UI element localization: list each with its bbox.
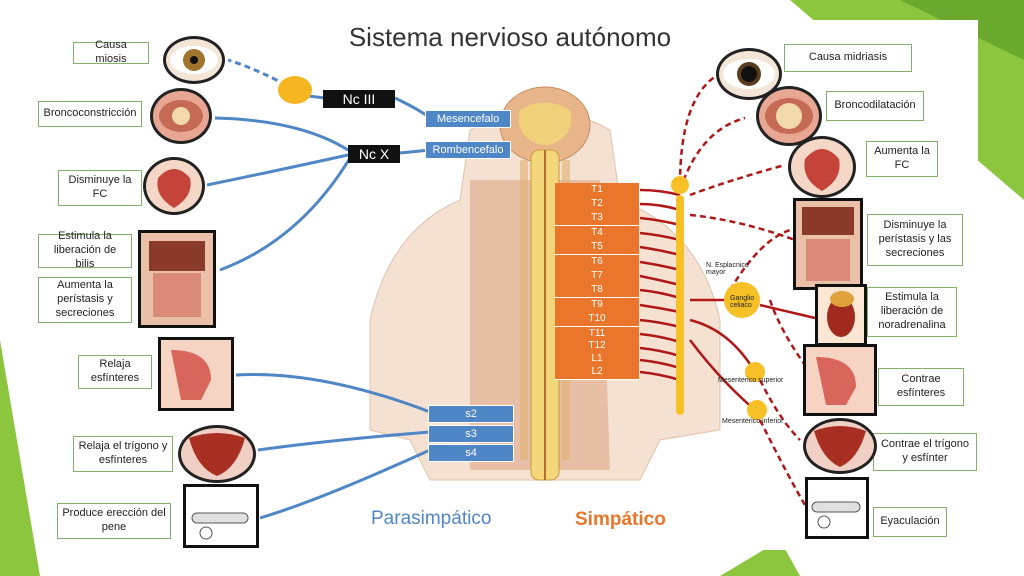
sacral-s2: s2	[428, 405, 514, 423]
brain-label-rombencefalo: Rombencefalo	[425, 141, 511, 159]
vertebra-l2: L2	[555, 365, 639, 380]
abdomen-image-right	[793, 198, 863, 290]
para-effect-fc: Disminuye la FC	[58, 170, 142, 206]
bronchus-image-right	[756, 86, 822, 146]
vertebra-t9: T9	[555, 298, 639, 313]
ganglion-label-esplacnico: N. Esplacnico mayor	[706, 262, 749, 276]
sphincter-image-right	[803, 344, 877, 416]
para-effect-bilis: Estimula la liberación de bilis	[38, 230, 132, 270]
kidney-image-right	[815, 284, 867, 346]
symp-effect-eyaculacion: Eyaculación	[873, 507, 947, 537]
para-effect-trigono: Relaja el trígono y esfínteres	[73, 436, 173, 472]
symp-effect-peristasis: Disminuye la perístasis y las secrecione…	[867, 214, 963, 266]
vertebra-t4: T4	[555, 226, 639, 241]
bladder-image-left	[178, 425, 256, 483]
ganglion-label-mes-superior: Mesenterico superior	[718, 377, 784, 384]
brain-label-mesencefalo: Mesencefalo	[425, 110, 511, 128]
vertebra-t10: T10	[555, 312, 639, 327]
heading-sympathetic: Simpático	[575, 509, 666, 530]
vertebra-t3: T3	[555, 211, 639, 226]
vertebra-t6: T6	[555, 255, 639, 270]
para-effect-broncoconstriccion: Broncoconstricción	[38, 101, 142, 127]
eye-image-left	[163, 36, 225, 84]
ganglion-label-celiaco: Ganglio celiaco	[730, 295, 755, 309]
heart-image-right	[788, 136, 856, 198]
para-effect-peristasis: Aumenta la perístasis y secreciones	[38, 277, 132, 323]
sacral-s3: s3	[428, 425, 514, 443]
heading-parasympathetic: Parasimpático	[371, 508, 492, 529]
para-effect-esfinteres: Relaja esfínteres	[78, 355, 152, 389]
symp-effect-noradrenalina: Estimula la liberación de noradrenalina	[867, 287, 957, 337]
vertebra-t7: T7	[555, 269, 639, 284]
bladder-image-right	[803, 418, 877, 474]
penis-image-left	[183, 484, 259, 548]
nerve-label-nc3: Nc III	[323, 90, 395, 108]
heart-image-left	[143, 157, 205, 215]
page-title: Sistema nervioso autónomo	[348, 22, 672, 52]
sacral-s4: s4	[428, 444, 514, 462]
vertebra-t1: T1	[555, 183, 639, 198]
eye-image-right	[716, 48, 782, 100]
ganglion-label-mes-inferior: Mesenterico inferior	[722, 418, 784, 425]
vertebra-t2: T2	[555, 197, 639, 212]
penis-image-right	[805, 477, 869, 539]
symp-effect-midriasis: Causa midriasis	[784, 44, 912, 72]
abdomen-image-left	[138, 230, 216, 328]
vertebra-t5: T5	[555, 240, 639, 255]
para-effect-ereccion: Produce erección del pene	[57, 503, 171, 539]
vertebra-t8: T8	[555, 283, 639, 298]
symp-effect-esfinteres: Contrae esfínteres	[878, 368, 964, 406]
bronchus-image-left	[150, 88, 212, 144]
sphincter-image-left	[158, 337, 234, 411]
symp-effect-trigono: Contrae el trígono y esfínter	[873, 433, 977, 471]
symp-effect-fc: Aumenta la FC	[866, 141, 938, 177]
nerve-label-ncx: Nc X	[348, 145, 400, 163]
symp-effect-broncodilatacion: Broncodilatación	[826, 91, 924, 121]
para-effect-miosis: Causa miosis	[73, 39, 149, 65]
